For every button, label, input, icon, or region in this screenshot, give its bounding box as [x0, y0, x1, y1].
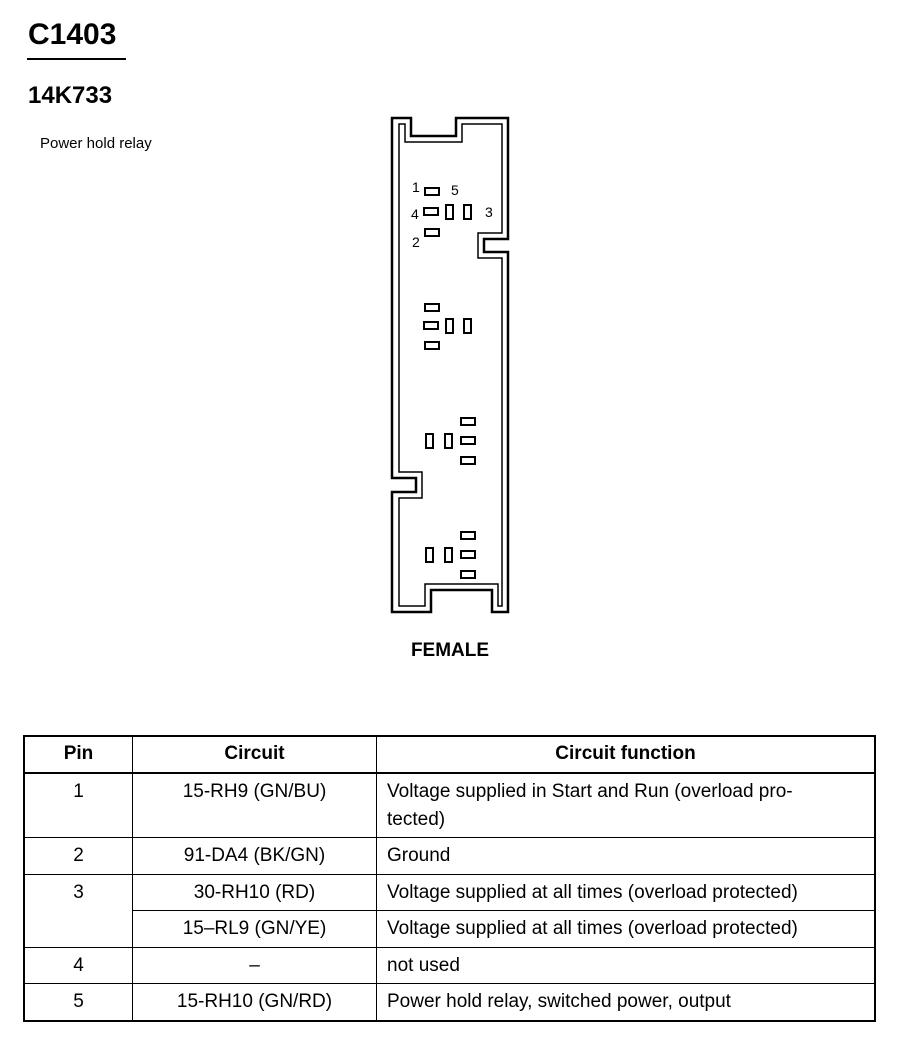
- pin-cell: 5: [23, 983, 133, 1022]
- title-underline: [27, 58, 126, 60]
- pin-3-cavity: [463, 204, 472, 220]
- cavity: [460, 550, 476, 559]
- table-row: 5 15-RH10 (GN/RD) Power hold relay, swit…: [23, 983, 876, 1022]
- circuit-cell: 91-DA4 (BK/GN): [132, 837, 377, 875]
- circuit-cell: 30-RH10 (RD): [132, 873, 377, 912]
- circuit-cell: –: [132, 946, 377, 985]
- table-header-row: Pin Circuit Circuit function: [23, 735, 876, 774]
- pin-label-2: 2: [412, 234, 420, 250]
- function-cell: Voltage supplied in Start and Run (overl…: [376, 772, 876, 839]
- gender-text: FEMALE: [410, 640, 490, 661]
- cavity: [444, 433, 453, 449]
- connector-face-diagram: 1 5 4 3 2: [390, 116, 510, 614]
- header-circuit: Circuit: [132, 735, 377, 774]
- pin-label-1: 1: [412, 179, 420, 195]
- cavity: [424, 303, 440, 312]
- cavity: [423, 321, 439, 330]
- table-row: 1 15-RH9 (GN/BU) Voltage supplied in Sta…: [23, 772, 876, 839]
- header-pin: Pin: [23, 735, 133, 774]
- connector-housing-outer: [390, 116, 510, 614]
- function-cell: Ground: [376, 837, 876, 875]
- pin-cell: 3: [23, 873, 133, 948]
- part-number: 14K733: [28, 82, 113, 109]
- connector-id-title: C1403: [28, 18, 117, 51]
- pin-4-cavity: [423, 207, 439, 216]
- cavity: [425, 433, 434, 449]
- cavity: [460, 531, 476, 540]
- pinout-table: Pin Circuit Circuit function 1 15-RH9 (G…: [23, 735, 876, 1022]
- pin-cell: 4: [23, 946, 133, 985]
- connector-gender-label: FEMALE: [0, 640, 900, 662]
- circuit-cell: 15-RH10 (GN/RD): [132, 983, 377, 1022]
- pin-1-cavity: [424, 187, 440, 196]
- table-row: 15–RL9 (GN/YE) Voltage supplied at all t…: [24, 910, 876, 948]
- pin-label-5: 5: [451, 182, 459, 198]
- cavity: [444, 547, 453, 563]
- table-row: 2 91-DA4 (BK/GN) Ground: [23, 837, 876, 875]
- cavity: [425, 547, 434, 563]
- pin-cell: 2: [23, 837, 133, 875]
- cavity: [460, 417, 476, 426]
- function-cell: not used: [376, 946, 876, 985]
- pin-5-cavity: [445, 204, 454, 220]
- cavity: [424, 341, 440, 350]
- cavity: [460, 436, 476, 445]
- circuit-cell: 15-RH9 (GN/BU): [132, 772, 377, 839]
- circuit-cell: 15–RL9 (GN/YE): [132, 910, 377, 948]
- table-row: 4 – not used: [23, 946, 876, 985]
- component-description: Power hold relay: [40, 135, 152, 152]
- pin-2-cavity: [424, 228, 440, 237]
- cavity: [463, 318, 472, 334]
- pin-cell: 1: [23, 772, 133, 839]
- pin-label-4: 4: [411, 206, 419, 222]
- cavity: [460, 456, 476, 465]
- connector-housing-inner: [398, 123, 503, 607]
- function-cell: Voltage supplied at all times (overload …: [376, 873, 876, 912]
- cavity: [460, 570, 476, 579]
- pin-label-3: 3: [485, 204, 493, 220]
- function-cell: Voltage supplied at all times (overload …: [376, 910, 876, 948]
- table-row: 3 30-RH10 (RD) Voltage supplied at all t…: [23, 873, 876, 948]
- cavity: [445, 318, 454, 334]
- function-cell: Power hold relay, switched power, output: [376, 983, 876, 1022]
- header-circuit-function: Circuit function: [376, 735, 876, 774]
